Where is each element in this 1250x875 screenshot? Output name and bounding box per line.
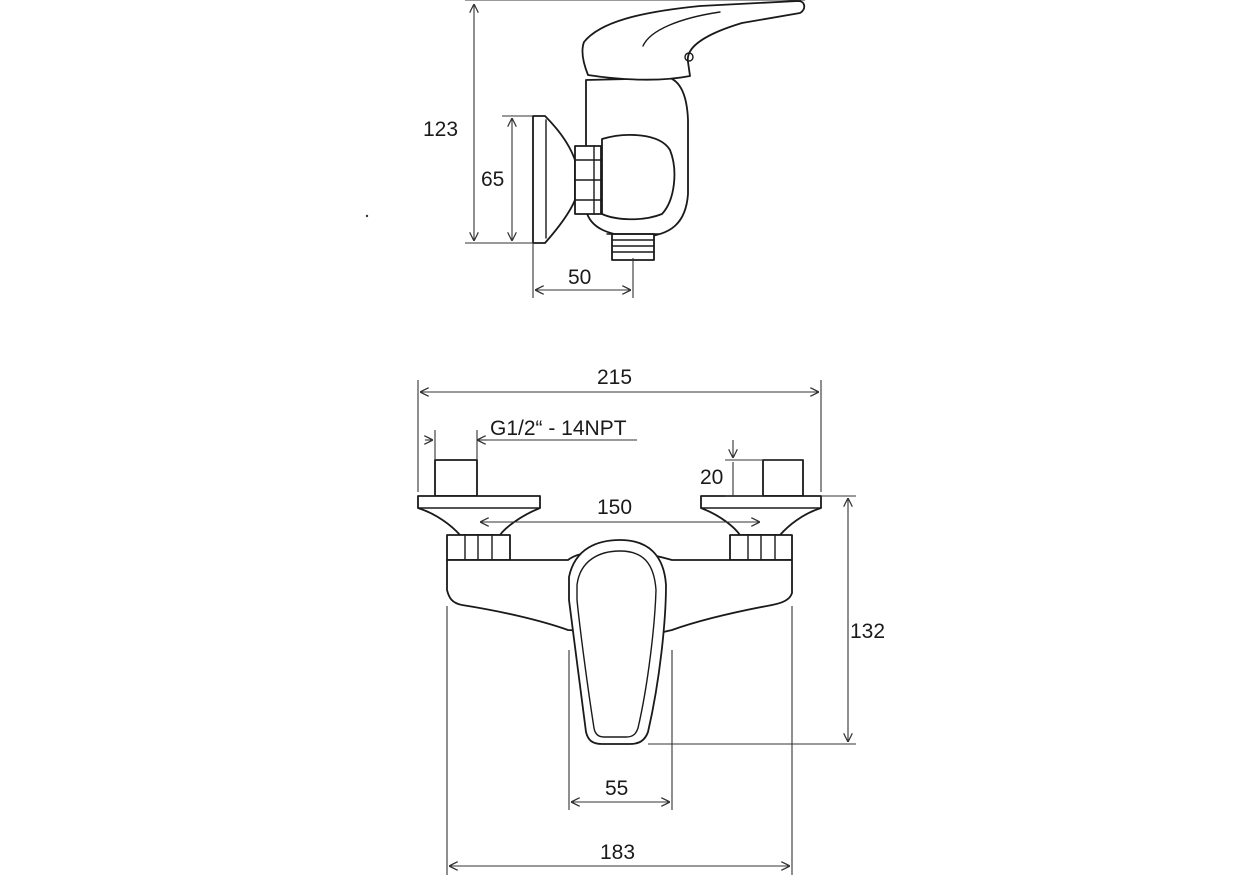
dim-label-183: 183 xyxy=(600,841,635,864)
dim-label-20: 20 xyxy=(700,466,723,489)
dim-label-150: 150 xyxy=(597,496,632,519)
lever-handle xyxy=(581,0,806,81)
dim-label-123: 123 xyxy=(423,118,458,141)
dim-label-215: 215 xyxy=(597,366,632,389)
front-view: 215 G1/2“ - 14NPT 20 150 132 55 183 xyxy=(417,366,885,875)
dim-label-55: 55 xyxy=(605,777,628,800)
wall-flange xyxy=(532,115,576,244)
dim-label-50: 50 xyxy=(568,266,591,289)
right-escutcheon xyxy=(700,495,822,536)
dim-label-thread: G1/2“ - 14NPT xyxy=(490,417,627,440)
left-inlet-nut xyxy=(434,459,478,497)
front-lever xyxy=(568,539,667,745)
side-view: 123 65 50 xyxy=(365,0,806,298)
outlet-thread xyxy=(611,233,655,261)
dim-label-132: 132 xyxy=(850,620,885,643)
dim-label-65: 65 xyxy=(481,168,504,191)
body-dome xyxy=(601,134,676,221)
left-escutcheon xyxy=(417,495,541,536)
right-inlet-nut xyxy=(762,459,804,497)
